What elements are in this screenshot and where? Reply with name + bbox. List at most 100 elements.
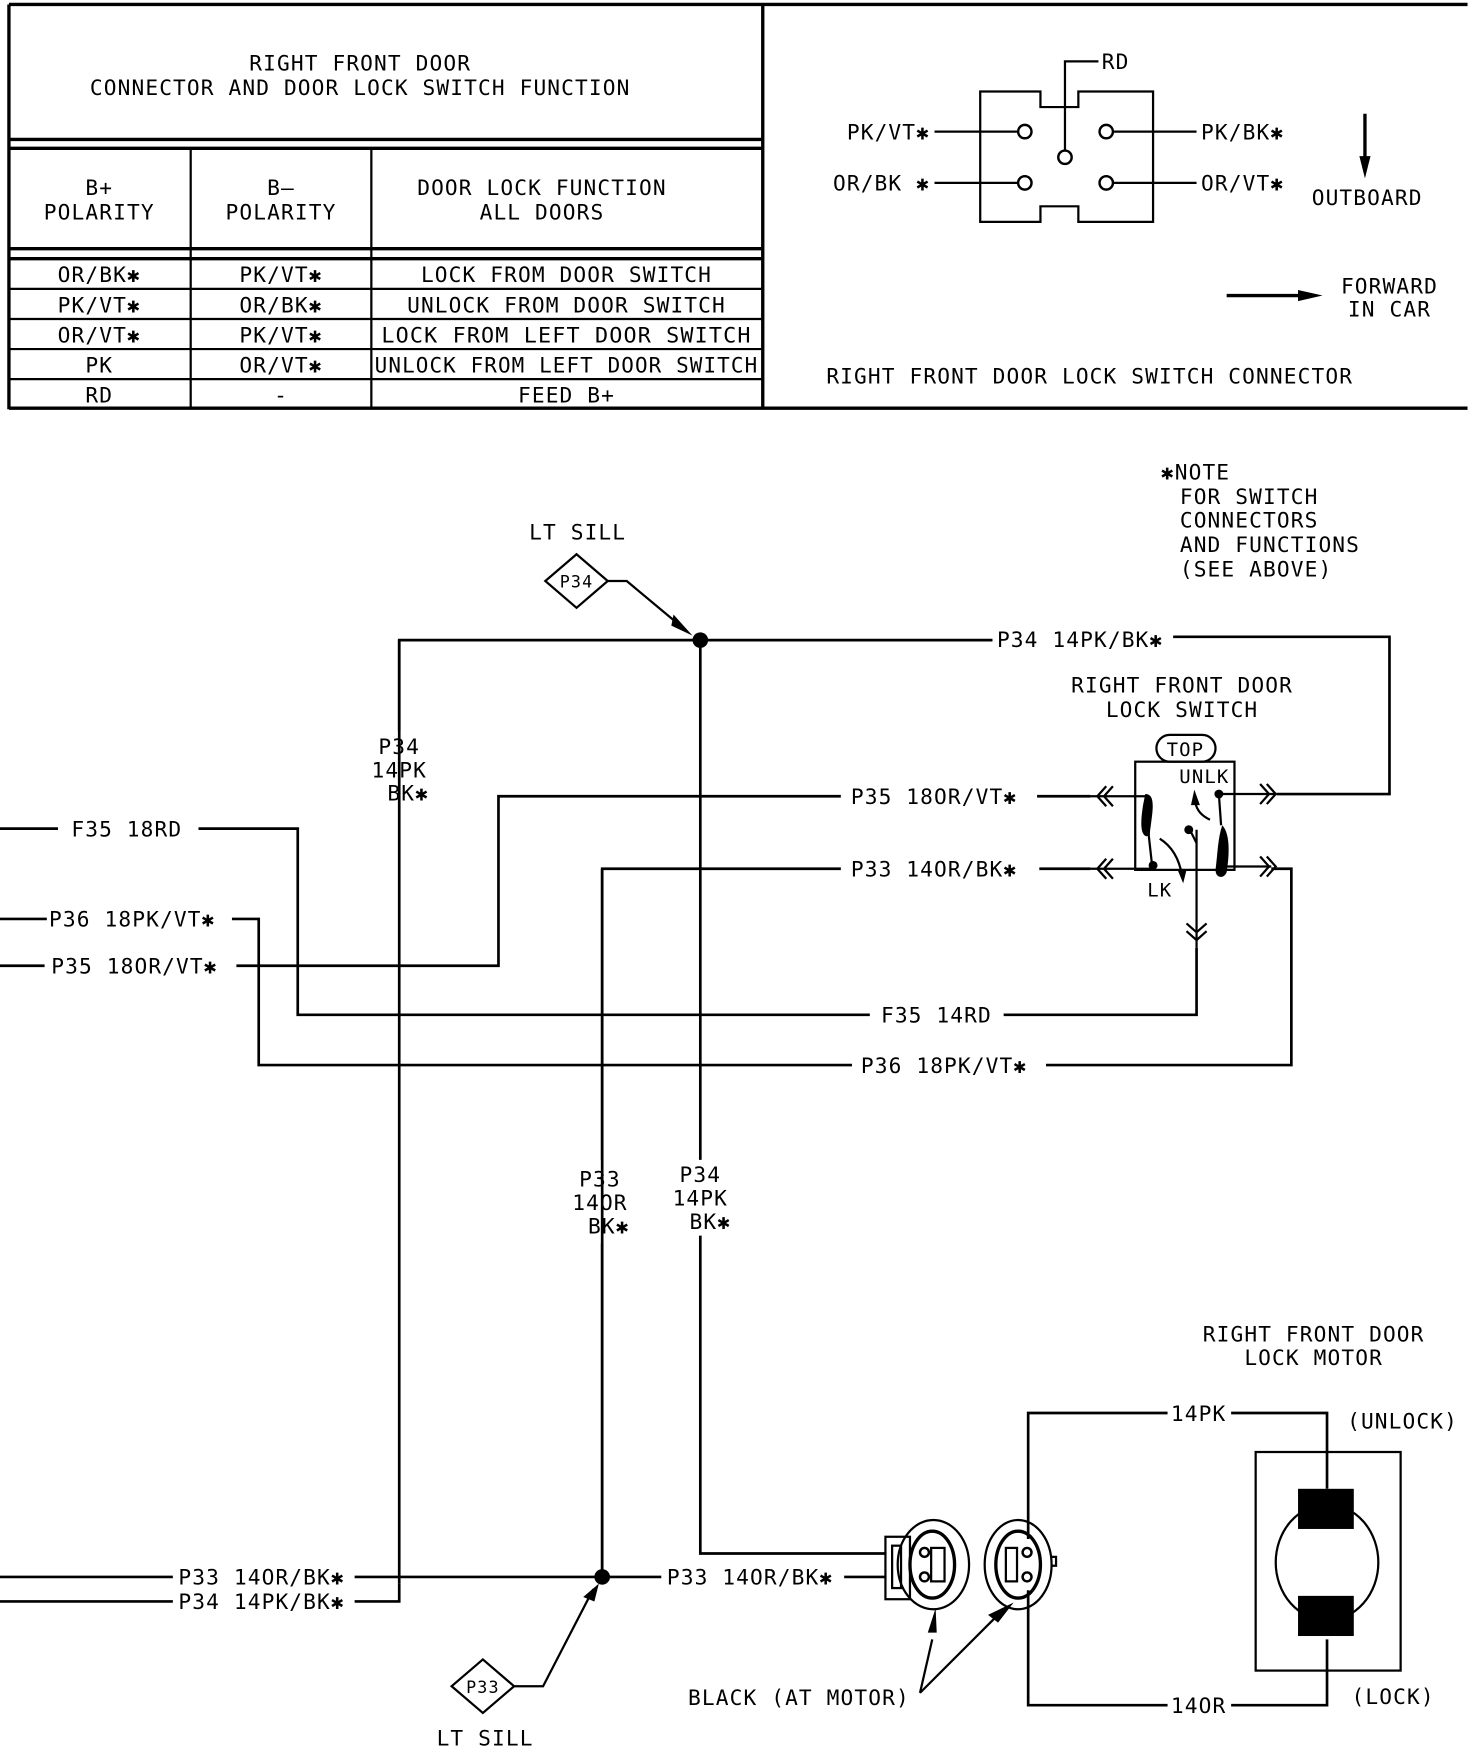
splice-id: P34 <box>560 572 594 592</box>
splice-p33: P33 LT SILL <box>437 1583 599 1750</box>
table-row: RD - FEED B+ <box>85 383 614 408</box>
cell-bminus: OR/VT✱ <box>239 352 322 377</box>
cell-bminus: OR/BK✱ <box>239 292 322 317</box>
header-function-line2: ALL DOORS <box>480 200 605 225</box>
motor-armature <box>1274 1503 1380 1622</box>
arrow-icon <box>583 1583 599 1602</box>
motor-unlock-label: (UNLOCK) <box>1347 1409 1458 1434</box>
note-line: ✱NOTE <box>1161 460 1230 485</box>
switch-title-line2: LOCK SWITCH <box>1106 697 1258 722</box>
motor-wire-bottom: 14OR <box>1171 1693 1226 1718</box>
wire-label: F35 18RD <box>71 816 182 841</box>
forward-label-line2: IN CAR <box>1348 297 1431 322</box>
note-line: FOR SWITCH <box>1180 484 1319 509</box>
wire-label: BK✱ <box>690 1209 732 1234</box>
outboard-label: OUTBOARD <box>1312 185 1423 210</box>
motor-connector-label: BLACK (AT MOTOR) <box>688 1685 910 1710</box>
wire-label: P33 14OR/BK✱ <box>178 1565 344 1590</box>
function-table: RIGHT FRONT DOOR CONNECTOR AND DOOR LOCK… <box>8 50 763 409</box>
header-function-line1: DOOR LOCK FUNCTION <box>417 175 667 200</box>
wire-label: BK✱ <box>588 1213 630 1238</box>
pin-upper-left <box>1016 123 1033 140</box>
forward-arrow-icon <box>1298 289 1323 302</box>
wire-label: F35 14RD <box>881 1003 992 1028</box>
table-row: PK/VT✱ OR/BK✱ UNLOCK FROM DOOR SWITCH <box>58 292 726 317</box>
cell-bplus: PK <box>85 352 113 377</box>
table-title-line2: CONNECTOR AND DOOR LOCK SWITCH FUNCTION <box>90 75 631 100</box>
switch-top-label: TOP <box>1167 739 1205 761</box>
splice-id: P33 <box>466 1677 500 1697</box>
wire-label: 14OR <box>572 1190 627 1215</box>
cell-function: UNLOCK FROM DOOR SWITCH <box>407 292 726 317</box>
table-row: PK OR/VT✱ UNLOCK FROM LEFT DOOR SWITCH <box>85 352 759 377</box>
cell-function: LOCK FROM LEFT DOOR SWITCH <box>381 322 751 347</box>
note-block: ✱NOTE FOR SWITCH CONNECTORS AND FUNCTION… <box>1161 460 1360 582</box>
splice-location-label: LT SILL <box>529 520 626 545</box>
note-line: (SEE ABOVE) <box>1180 557 1332 582</box>
note-line: AND FUNCTIONS <box>1180 532 1360 557</box>
connector-view-title: RIGHT FRONT DOOR LOCK SWITCH CONNECTOR <box>826 364 1353 389</box>
pin-label-pkvt: PK/VT✱ <box>847 119 930 144</box>
header-bplus-line1: B+ <box>85 175 113 200</box>
switch-unlock-label: UNLK <box>1179 766 1229 788</box>
pin-lower-left <box>1016 174 1033 191</box>
motor-connectors: BLACK (AT MOTOR) <box>688 1518 1058 1710</box>
cell-bplus: RD <box>85 383 113 408</box>
table-title-line1: RIGHT FRONT DOOR <box>249 50 471 75</box>
wire-label: BK✱ <box>387 781 429 806</box>
pin-top-center <box>1057 149 1073 166</box>
lock-switch: RIGHT FRONT DOOR LOCK SWITCH TOP UNLK LK <box>1071 673 1293 948</box>
top-section-frame <box>7 2 1468 410</box>
lock-motor: RIGHT FRONT DOOR LOCK MOTOR 14PK (UNLOCK… <box>1026 1322 1458 1718</box>
pin-label-orvt: OR/VT✱ <box>1201 171 1284 196</box>
cell-bplus: OR/BK✱ <box>58 262 141 287</box>
cell-bplus: OR/VT✱ <box>58 322 141 347</box>
header-bplus-line2: POLARITY <box>44 200 155 225</box>
cell-bplus: PK/VT✱ <box>58 292 141 317</box>
cell-bminus: PK/VT✱ <box>239 322 322 347</box>
arrow-icon <box>671 614 693 636</box>
table-row: OR/VT✱ PK/VT✱ LOCK FROM LEFT DOOR SWITCH <box>58 322 751 347</box>
wire-label: 14PK <box>673 1186 728 1211</box>
switch-title-line1: RIGHT FRONT DOOR <box>1071 673 1293 698</box>
splice-location-label: LT SILL <box>437 1725 534 1750</box>
pin-label-pkbk: PK/BK✱ <box>1201 119 1284 144</box>
wire-label: P35 18OR/VT✱ <box>51 954 217 979</box>
motor-lock-label: (LOCK) <box>1352 1684 1435 1709</box>
wire-label: P33 <box>579 1167 621 1192</box>
wire-label: P34 <box>680 1162 722 1187</box>
header-bminus-line2: POLARITY <box>226 200 337 225</box>
wire-label: P34 <box>378 734 420 759</box>
cell-bminus: PK/VT✱ <box>239 262 322 287</box>
wire-gaps-fill <box>397 640 604 1577</box>
wire-label: P34 14PK/BK✱ <box>178 1589 344 1614</box>
wire-labels: P34 14PK/BK✱ P34 14PK BK✱ P35 18OR/VT✱ P… <box>49 627 1163 1614</box>
wire-label: P34 14PK/BK✱ <box>997 627 1163 652</box>
wire-label: P33 14OR/BK✱ <box>851 857 1017 882</box>
motor-title-line1: RIGHT FRONT DOOR <box>1203 1322 1425 1347</box>
outboard-arrow-icon <box>1359 156 1371 179</box>
pin-upper-right <box>1098 123 1115 140</box>
pin-label-orbk: OR/BK ✱ <box>833 171 930 196</box>
connector-body <box>979 90 1155 224</box>
wire-label: P33 14OR/BK✱ <box>667 1565 833 1590</box>
forward-label-line1: FORWARD <box>1341 273 1438 298</box>
note-line: CONNECTORS <box>1180 507 1319 532</box>
motor-wire-top: 14PK <box>1171 1401 1226 1426</box>
table-row: OR/BK✱ PK/VT✱ LOCK FROM DOOR SWITCH <box>58 262 712 287</box>
pin-label-rd: RD <box>1102 49 1130 74</box>
wire-label: P36 18PK/VT✱ <box>861 1053 1027 1078</box>
arrow-icon <box>988 1602 1014 1623</box>
wire-label: 14PK <box>371 757 426 782</box>
cell-function: LOCK FROM DOOR SWITCH <box>421 262 712 287</box>
arrow-icon <box>927 1608 937 1633</box>
wire-label: P35 18OR/VT✱ <box>851 784 1017 809</box>
cell-bminus: - <box>274 383 288 408</box>
switch-lock-label: LK <box>1147 880 1172 902</box>
pin-lower-right <box>1098 174 1115 191</box>
cell-function: UNLOCK FROM LEFT DOOR SWITCH <box>375 352 759 377</box>
motor-housing <box>1254 1450 1402 1672</box>
wire-label: P36 18PK/VT✱ <box>49 907 215 932</box>
header-bminus-line1: B— <box>267 175 295 200</box>
